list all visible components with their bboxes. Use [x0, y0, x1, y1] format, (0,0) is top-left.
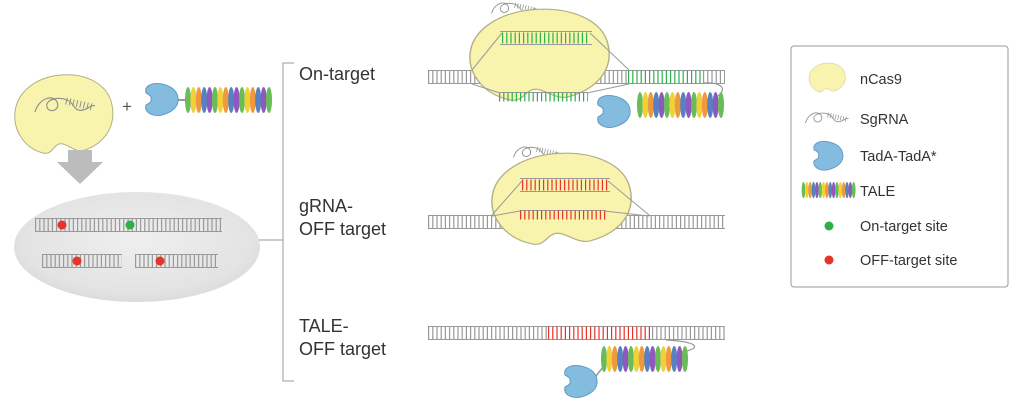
off-target-dot	[155, 256, 165, 266]
legend-label-on-target: On-target site	[860, 219, 948, 235]
legend-label-sgrna: SgRNA	[860, 112, 909, 128]
tale-array-icon	[601, 346, 688, 372]
tale-array-icon	[185, 87, 272, 113]
legend-label-off-target: OFF-target site	[860, 253, 958, 269]
branch-bracket	[259, 62, 294, 382]
grna-off-label-line1: gRNA-	[299, 196, 353, 216]
genome-pool	[14, 192, 260, 302]
on-target-dot	[125, 220, 135, 230]
legend-item-on-target: On-target site	[824, 219, 948, 235]
legend-item-tada: TadA-TadA*	[813, 140, 937, 171]
legend-label-tale: TALE	[860, 184, 896, 200]
tale-off-label-line1: TALE-	[299, 316, 349, 336]
dna-segment-right	[135, 254, 218, 268]
plus-sign: +	[122, 97, 132, 116]
off-target-dot	[72, 256, 82, 266]
on-target-dot-icon	[824, 221, 834, 231]
legend-label-ncas9: nCas9	[860, 72, 902, 88]
legend-item-ncas9: nCas9	[808, 62, 902, 93]
tale-array-icon	[637, 92, 724, 118]
fusion-construct: +	[14, 74, 272, 154]
legend-item-off-target: OFF-target site	[824, 253, 958, 269]
r-loop-junctions	[491, 180, 650, 217]
dna-segment-left	[42, 254, 122, 268]
tada-icon	[564, 364, 598, 398]
tada-icon	[597, 94, 631, 128]
grna-off-target-row	[428, 147, 725, 246]
off-target-dot-icon	[824, 255, 834, 265]
ncas9-icon	[808, 62, 846, 93]
on-target-label: On-target	[299, 64, 375, 84]
r-loop-junctions	[471, 32, 630, 94]
r-loop-upper-duplex	[500, 31, 592, 45]
legend-box: nCas9 SgRNA TadA-TadA* TALE On-target si…	[790, 45, 1009, 288]
ncas9-blob-icon	[469, 8, 610, 102]
tale-off-target-row	[428, 326, 725, 398]
legend-border	[790, 45, 1009, 288]
r-loop-lower-strand	[499, 92, 588, 102]
on-target-row	[428, 3, 725, 128]
tale-off-label-line2: OFF target	[299, 339, 386, 359]
r-loop-lower-strand	[520, 210, 606, 220]
legend-item-sgrna: SgRNA	[805, 112, 909, 128]
down-arrow-icon	[57, 150, 103, 184]
ncas9-blob-icon	[14, 74, 114, 154]
off-target-dot	[57, 220, 67, 230]
dna-ladder	[428, 326, 725, 340]
genome-ellipse	[14, 192, 260, 302]
tada-icon	[145, 82, 179, 116]
legend-item-tale: TALE	[801, 182, 896, 200]
legend-label-tada: TadA-TadA*	[860, 149, 937, 165]
r-loop-upper-duplex	[520, 178, 610, 192]
grna-off-label-line2: OFF target	[299, 219, 386, 239]
ncas9-blob-icon	[491, 152, 632, 246]
